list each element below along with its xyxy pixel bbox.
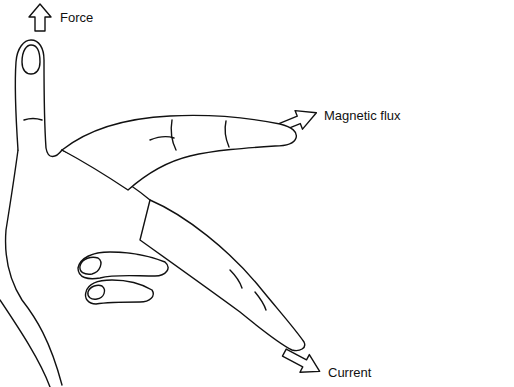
ring-finger [78,252,168,279]
axis-label: Current [328,365,371,381]
ring-nail [80,257,101,274]
little-nail [88,285,105,299]
little-finger [85,280,153,304]
force-arrow [29,4,51,31]
thumb-nail [22,45,40,74]
wrist-outline [0,300,50,387]
axis-label: Magnetic flux [324,108,401,124]
thumb [15,40,62,157]
axis-label: Force [60,10,93,26]
index-finger [62,115,296,190]
middle-finger [140,200,305,351]
